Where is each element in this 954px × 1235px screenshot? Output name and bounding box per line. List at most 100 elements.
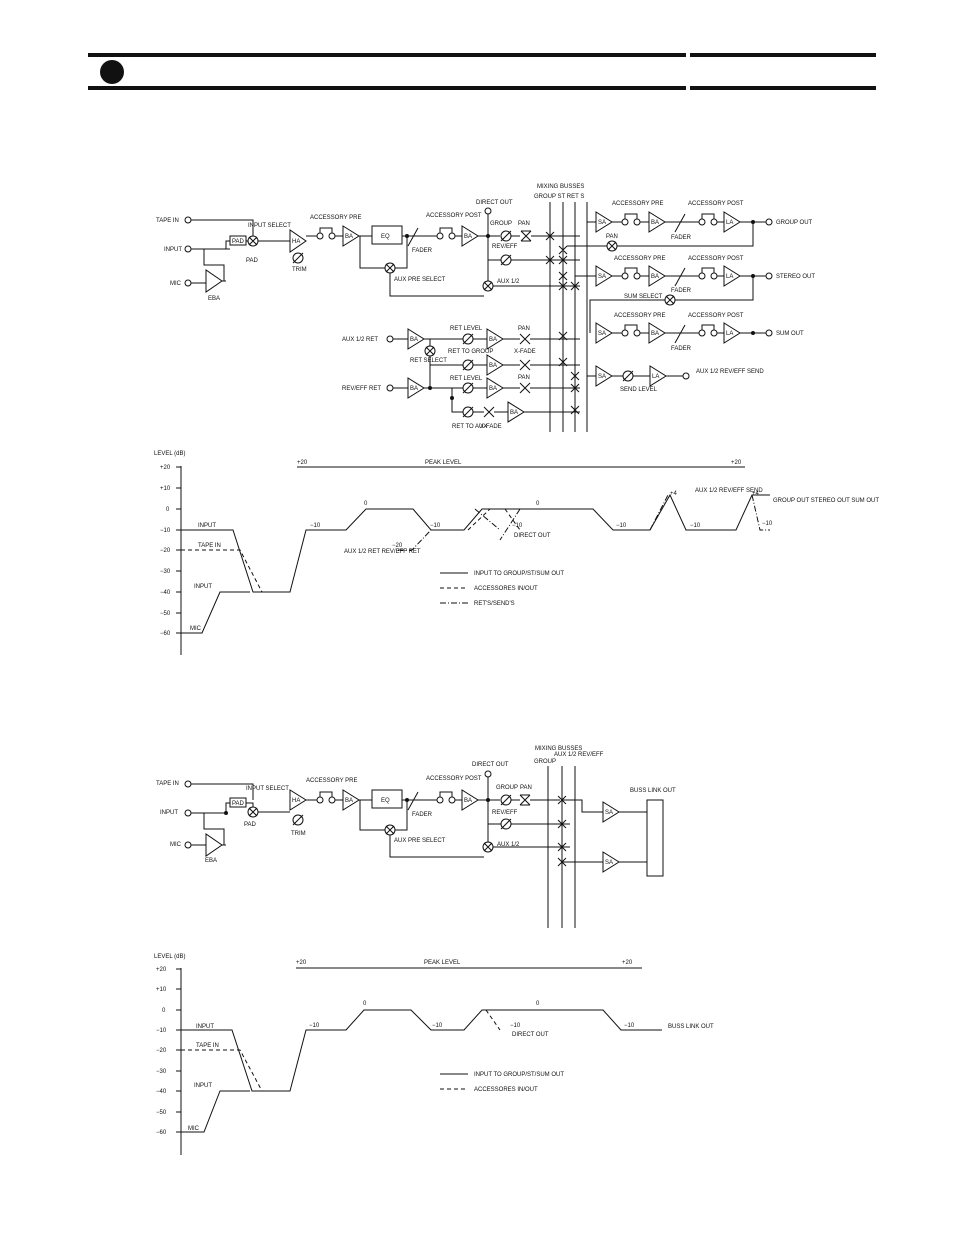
- svg-text:−30: −30: [156, 1069, 167, 1075]
- svg-text:+20: +20: [296, 960, 307, 966]
- mic-jack-icon: [184, 279, 192, 287]
- svg-text:PAN: PAN: [518, 375, 530, 381]
- level-diagram-1: LEVEL (dB) +20 +10 0 −10 −20 −30 −40 −50…: [154, 451, 879, 655]
- svg-text:−10: −10: [160, 528, 171, 534]
- svg-text:TAPE IN: TAPE IN: [156, 781, 179, 787]
- svg-text:TRIM: TRIM: [291, 831, 306, 837]
- svg-text:−20: −20: [156, 1048, 167, 1054]
- svg-text:+20: +20: [160, 465, 171, 471]
- input-select-label: INPUT SELECT: [248, 223, 291, 229]
- svg-text:SA: SA: [598, 331, 606, 337]
- svg-text:ACCESSORY PRE: ACCESSORY PRE: [612, 201, 663, 207]
- ret-select-label: RET SELECT: [410, 358, 447, 364]
- svg-text:ACCESSORY PRE: ACCESSORY PRE: [614, 313, 665, 319]
- svg-text:−50: −50: [160, 611, 171, 617]
- svg-text:BA: BA: [489, 337, 497, 343]
- svg-text:FADER: FADER: [671, 235, 692, 241]
- x-fade-label: X-FADE: [514, 349, 536, 355]
- svg-text:BA: BA: [464, 234, 472, 240]
- svg-text:−10: −10: [432, 1023, 443, 1029]
- svg-text:SA: SA: [598, 220, 606, 226]
- buss-link-out-block: [646, 799, 664, 877]
- direct-out-label: DIRECT OUT: [476, 200, 513, 206]
- svg-text:+10: +10: [156, 987, 167, 993]
- svg-text:ACCESSORY POST: ACCESSORY POST: [426, 776, 482, 782]
- signal-flow-diagram-1: TAPE IN INPUT MIC EBA PAD PAD INPUT SELE…: [156, 184, 815, 432]
- svg-text:AUX 1/2 REV/EFF: AUX 1/2 REV/EFF: [554, 752, 604, 758]
- svg-text:GROUP: GROUP: [496, 785, 518, 791]
- eq-block: [371, 225, 403, 245]
- svg-text:−60: −60: [156, 1130, 167, 1136]
- send-level-label: SEND LEVEL: [620, 387, 658, 393]
- group-out-label: GROUP OUT: [776, 220, 813, 226]
- svg-text:INPUT TO GROUP/ST/SUM OUT: INPUT TO GROUP/ST/SUM OUT: [474, 1072, 564, 1078]
- svg-text:ACCESSORY POST: ACCESSORY POST: [688, 313, 744, 319]
- aux-send-label: AUX 1/2 REV/EFF SEND: [696, 369, 764, 375]
- svg-text:PAN: PAN: [518, 326, 530, 332]
- accessory-pre-label: ACCESSORY PRE: [310, 215, 361, 221]
- svg-text:LA: LA: [726, 220, 733, 226]
- svg-text:INPUT: INPUT: [160, 810, 178, 816]
- svg-text:EBA: EBA: [205, 858, 217, 864]
- svg-text:SA: SA: [598, 274, 606, 280]
- svg-text:BA: BA: [489, 363, 497, 369]
- fader-label: FADER: [412, 248, 433, 254]
- direct-out-jack-icon: [484, 207, 492, 215]
- level-ticks: +20 +10 0 −10 −20 −30 −40 −50 −60: [160, 465, 181, 637]
- svg-text:−30: −30: [160, 569, 171, 575]
- svg-text:ACCESSORY PRE: ACCESSORY PRE: [614, 256, 665, 262]
- pan-output-label: PAN: [606, 234, 618, 240]
- svg-text:+10: +10: [160, 486, 171, 492]
- eba-amp-icon: [205, 269, 223, 293]
- level-diagram-2: LEVEL (dB) +20 +10 0 −10 −20 −30 −40 −50…: [154, 954, 714, 1155]
- svg-text:BA: BA: [651, 331, 659, 337]
- svg-text:AUX 1/2: AUX 1/2: [497, 842, 520, 848]
- svg-text:INPUT SELECT: INPUT SELECT: [246, 786, 289, 792]
- svg-text:MIC: MIC: [188, 1126, 200, 1132]
- pan-label: PAN: [518, 221, 530, 227]
- svg-text:TAPE IN: TAPE IN: [198, 543, 221, 549]
- sum-select-label: SUM SELECT: [624, 294, 663, 300]
- svg-text:FADER: FADER: [671, 346, 692, 352]
- buss-link-out-label: BUSS LINK OUT: [630, 788, 676, 794]
- svg-text:SA: SA: [598, 374, 606, 380]
- svg-text:−10: −10: [310, 523, 321, 529]
- svg-text:−10: −10: [624, 1023, 635, 1029]
- svg-text:−50: −50: [156, 1110, 167, 1116]
- svg-text:−40: −40: [156, 1089, 167, 1095]
- svg-text:−20: −20: [392, 543, 403, 549]
- svg-text:BA: BA: [410, 337, 418, 343]
- svg-text:DIRECT OUT: DIRECT OUT: [472, 762, 509, 768]
- svg-text:FADER: FADER: [671, 288, 692, 294]
- svg-text:+20: +20: [156, 967, 167, 973]
- svg-text:+4: +4: [752, 491, 760, 497]
- svg-text:LEVEL (dB): LEVEL (dB): [154, 954, 185, 960]
- stereo-out-label: STEREO OUT: [776, 274, 815, 280]
- level-ticks-2: +20 +10 0 −10 −20 −30 −40 −50 −60: [156, 967, 181, 1136]
- svg-text:BA: BA: [510, 410, 518, 416]
- svg-text:PEAK LEVEL: PEAK LEVEL: [424, 960, 461, 966]
- svg-text:ACCESSORY POST: ACCESSORY POST: [688, 201, 744, 207]
- trim-label: TRIM: [292, 267, 307, 273]
- svg-text:SA: SA: [605, 810, 613, 816]
- svg-text:EQ: EQ: [381, 234, 390, 240]
- svg-text:ACCESSORES IN/OUT: ACCESSORES IN/OUT: [474, 1087, 538, 1093]
- svg-text:BA: BA: [651, 274, 659, 280]
- level-axis-title: LEVEL (dB): [154, 451, 185, 457]
- svg-text:REV/EFF: REV/EFF: [492, 810, 518, 816]
- svg-text:INPUT: INPUT: [194, 1083, 212, 1089]
- tape-in-label: TAPE IN: [156, 218, 179, 224]
- svg-text:−40: −40: [160, 590, 171, 596]
- tape-in-jack-icon: [184, 216, 192, 224]
- svg-text:RET LEVEL: RET LEVEL: [450, 376, 483, 382]
- svg-text:MIXING BUSSES: MIXING BUSSES: [535, 746, 582, 752]
- group-out-jack-icon: [765, 218, 773, 226]
- mixing-busses-label: MIXING BUSSES: [537, 184, 584, 190]
- svg-text:BA: BA: [651, 220, 659, 226]
- ha-amp-icon: [289, 229, 307, 253]
- svg-text:−10: −10: [762, 521, 773, 527]
- svg-text:EQ: EQ: [381, 798, 390, 804]
- aux12-label: AUX 1/2: [497, 279, 520, 285]
- svg-text:LA: LA: [726, 274, 733, 280]
